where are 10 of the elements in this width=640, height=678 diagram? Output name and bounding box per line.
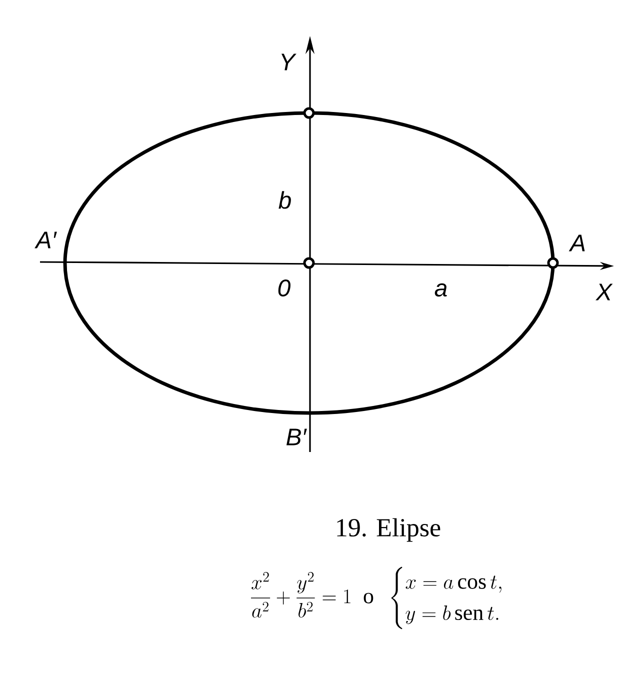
axis-label: a [434, 283, 447, 297]
axis-label: B′ [286, 428, 307, 446]
equation: $\dfrac{x^2}{a^2}+\dfrac{y^2}{b^2}=1\ \text{ o }\ \begin{cases} x=a\cos t,\\ y=b\,\mathrm{sen}\,t.\end{cases}$ [250, 566, 502, 630]
axis-label: 0 [278, 280, 290, 296]
axis-label: A [568, 234, 585, 252]
axis-label: A′ [34, 232, 57, 248]
axis-label: X [596, 284, 613, 300]
figure-title: 19. Elipse [337, 518, 440, 542]
axis-label: Y [281, 54, 296, 70]
axis-label: b [278, 191, 291, 209]
